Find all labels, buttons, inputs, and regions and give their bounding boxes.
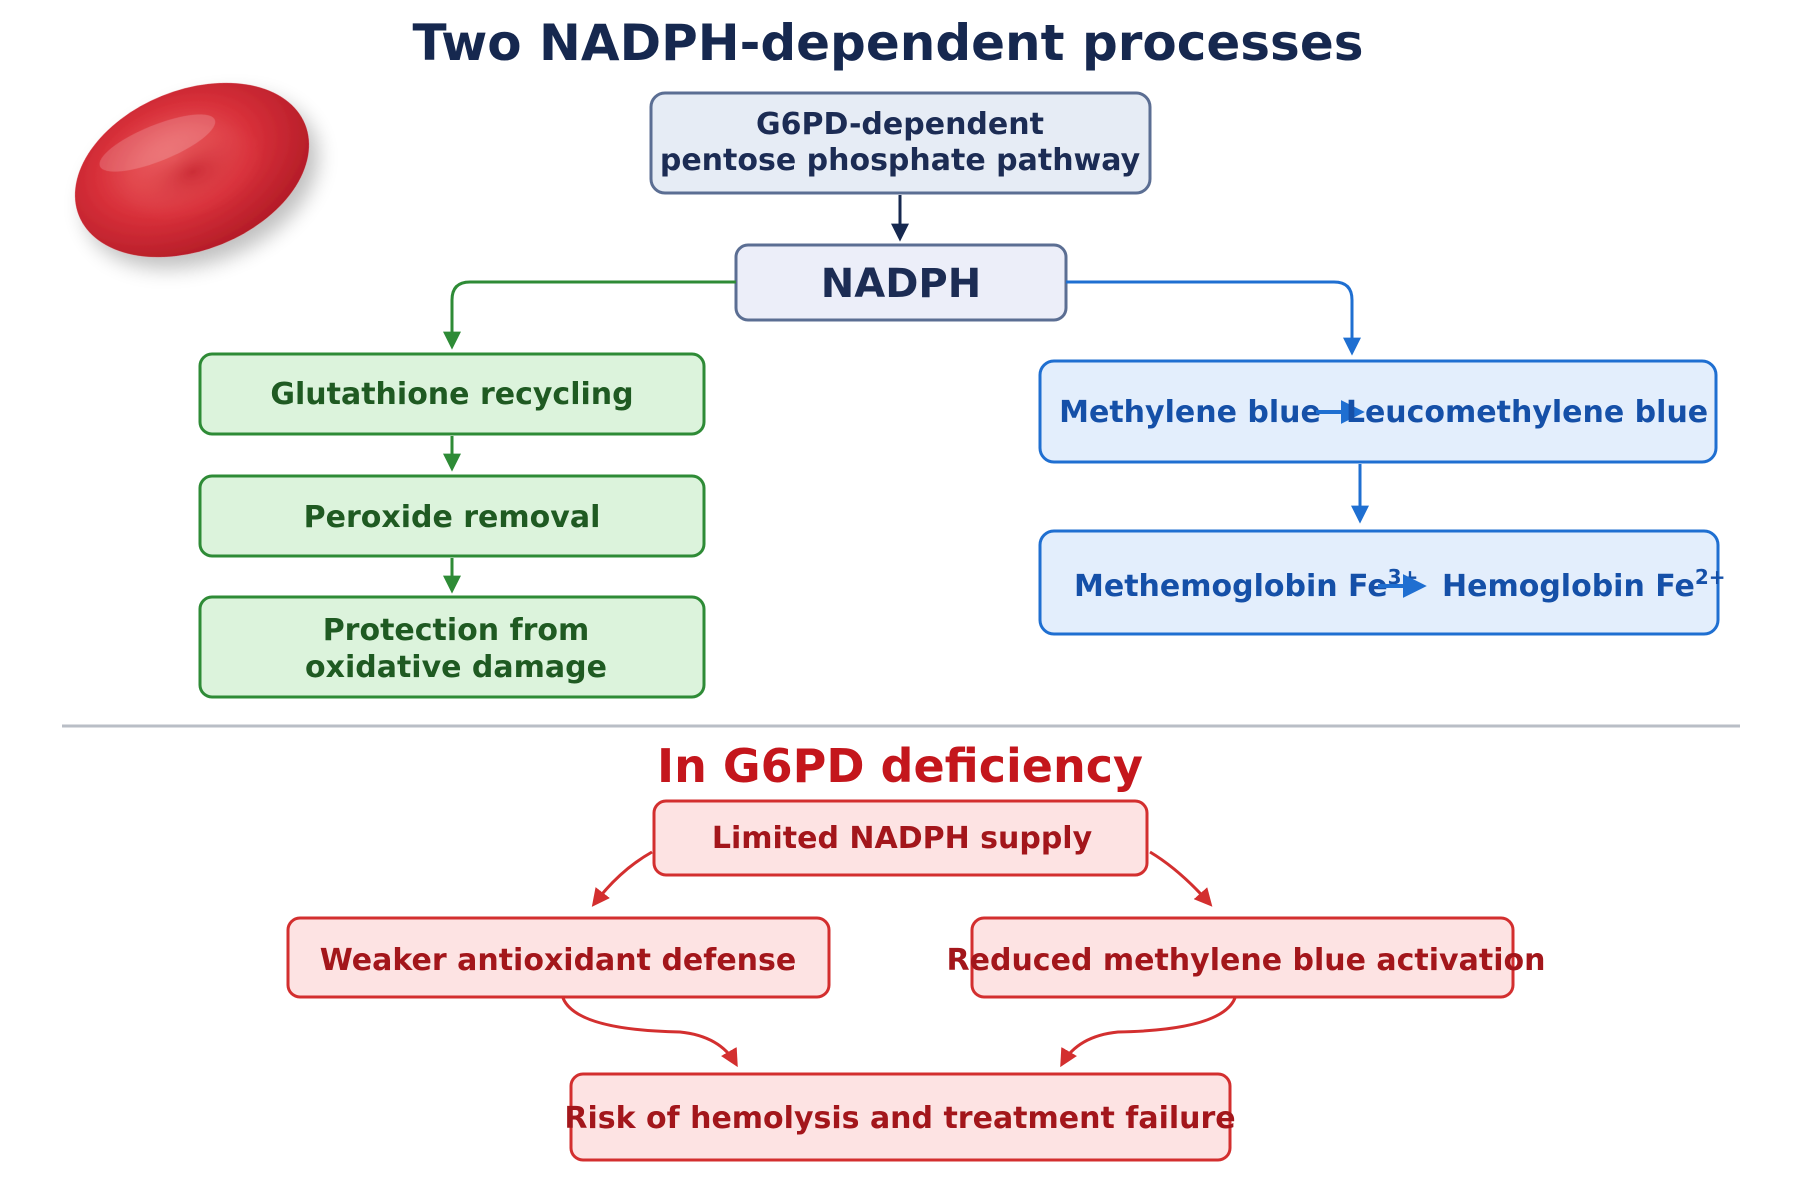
arrow-nadph-to-methylene xyxy=(1066,280,1361,356)
hemoglobin-text: Hemoglobin Fe xyxy=(1442,569,1695,604)
pathway-label-line1: G6PD-dependent xyxy=(756,107,1044,142)
arrow-weaker-to-risk xyxy=(561,997,738,1068)
reduced-activation-label: Reduced methylene blue activation xyxy=(947,943,1546,978)
methylene-blue-label: Methylene blue xyxy=(1059,395,1321,430)
risk-box: Risk of hemolysis and treatment failure xyxy=(564,1072,1236,1162)
leucomethylene-blue-label: Leucomethylene blue xyxy=(1346,395,1708,430)
protection-label-line1: Protection from xyxy=(323,613,590,648)
arrow-limited-to-weaker xyxy=(591,850,653,907)
protection-box: Protection from oxidative damage xyxy=(198,595,706,699)
hemoglobin-label: Hemoglobin Fe2+ xyxy=(1442,565,1726,604)
glutathione-label: Glutathione recycling xyxy=(270,377,633,412)
arrow-reduced-to-risk xyxy=(1060,997,1237,1068)
reduced-activation-box: Reduced methylene blue activation xyxy=(947,916,1546,999)
methylene-blue-box: Methylene blue Leucomethylene blue xyxy=(1038,359,1718,464)
protection-label-line2: oxidative damage xyxy=(305,650,607,685)
hemoglobin-charge: 2+ xyxy=(1695,565,1726,589)
limited-nadph-label: Limited NADPH supply xyxy=(712,821,1093,856)
deficiency-heading: In G6PD deficiency xyxy=(657,739,1143,793)
peroxide-removal-box: Peroxide removal xyxy=(198,474,706,558)
methemoglobin-label: Methemoglobin Fe3+ xyxy=(1074,565,1418,604)
methemoglobin-box: Methemoglobin Fe3+ Hemoglobin Fe2+ xyxy=(1038,529,1726,636)
arrow-nadph-to-glutathione xyxy=(443,280,736,350)
arrow-limited-to-reduced xyxy=(1149,850,1213,907)
diagram-title: Two NADPH-dependent processes xyxy=(412,14,1363,72)
risk-label: Risk of hemolysis and treatment failure xyxy=(564,1101,1235,1136)
limited-nadph-box: Limited NADPH supply xyxy=(652,799,1149,877)
peroxide-label: Peroxide removal xyxy=(304,500,601,535)
weaker-antioxidant-box: Weaker antioxidant defense xyxy=(286,916,831,999)
methemoglobin-text: Methemoglobin Fe xyxy=(1074,569,1388,604)
nadph-label: NADPH xyxy=(821,261,981,307)
glutathione-recycling-box: Glutathione recycling xyxy=(198,352,706,436)
nadph-box: NADPH xyxy=(734,243,1068,322)
weaker-antioxidant-label: Weaker antioxidant defense xyxy=(320,943,796,978)
red-blood-cell-icon xyxy=(74,82,310,258)
pentose-phosphate-pathway-box: G6PD-dependent pentose phosphate pathway xyxy=(649,91,1152,195)
pathway-label-line2: pentose phosphate pathway xyxy=(660,143,1141,178)
